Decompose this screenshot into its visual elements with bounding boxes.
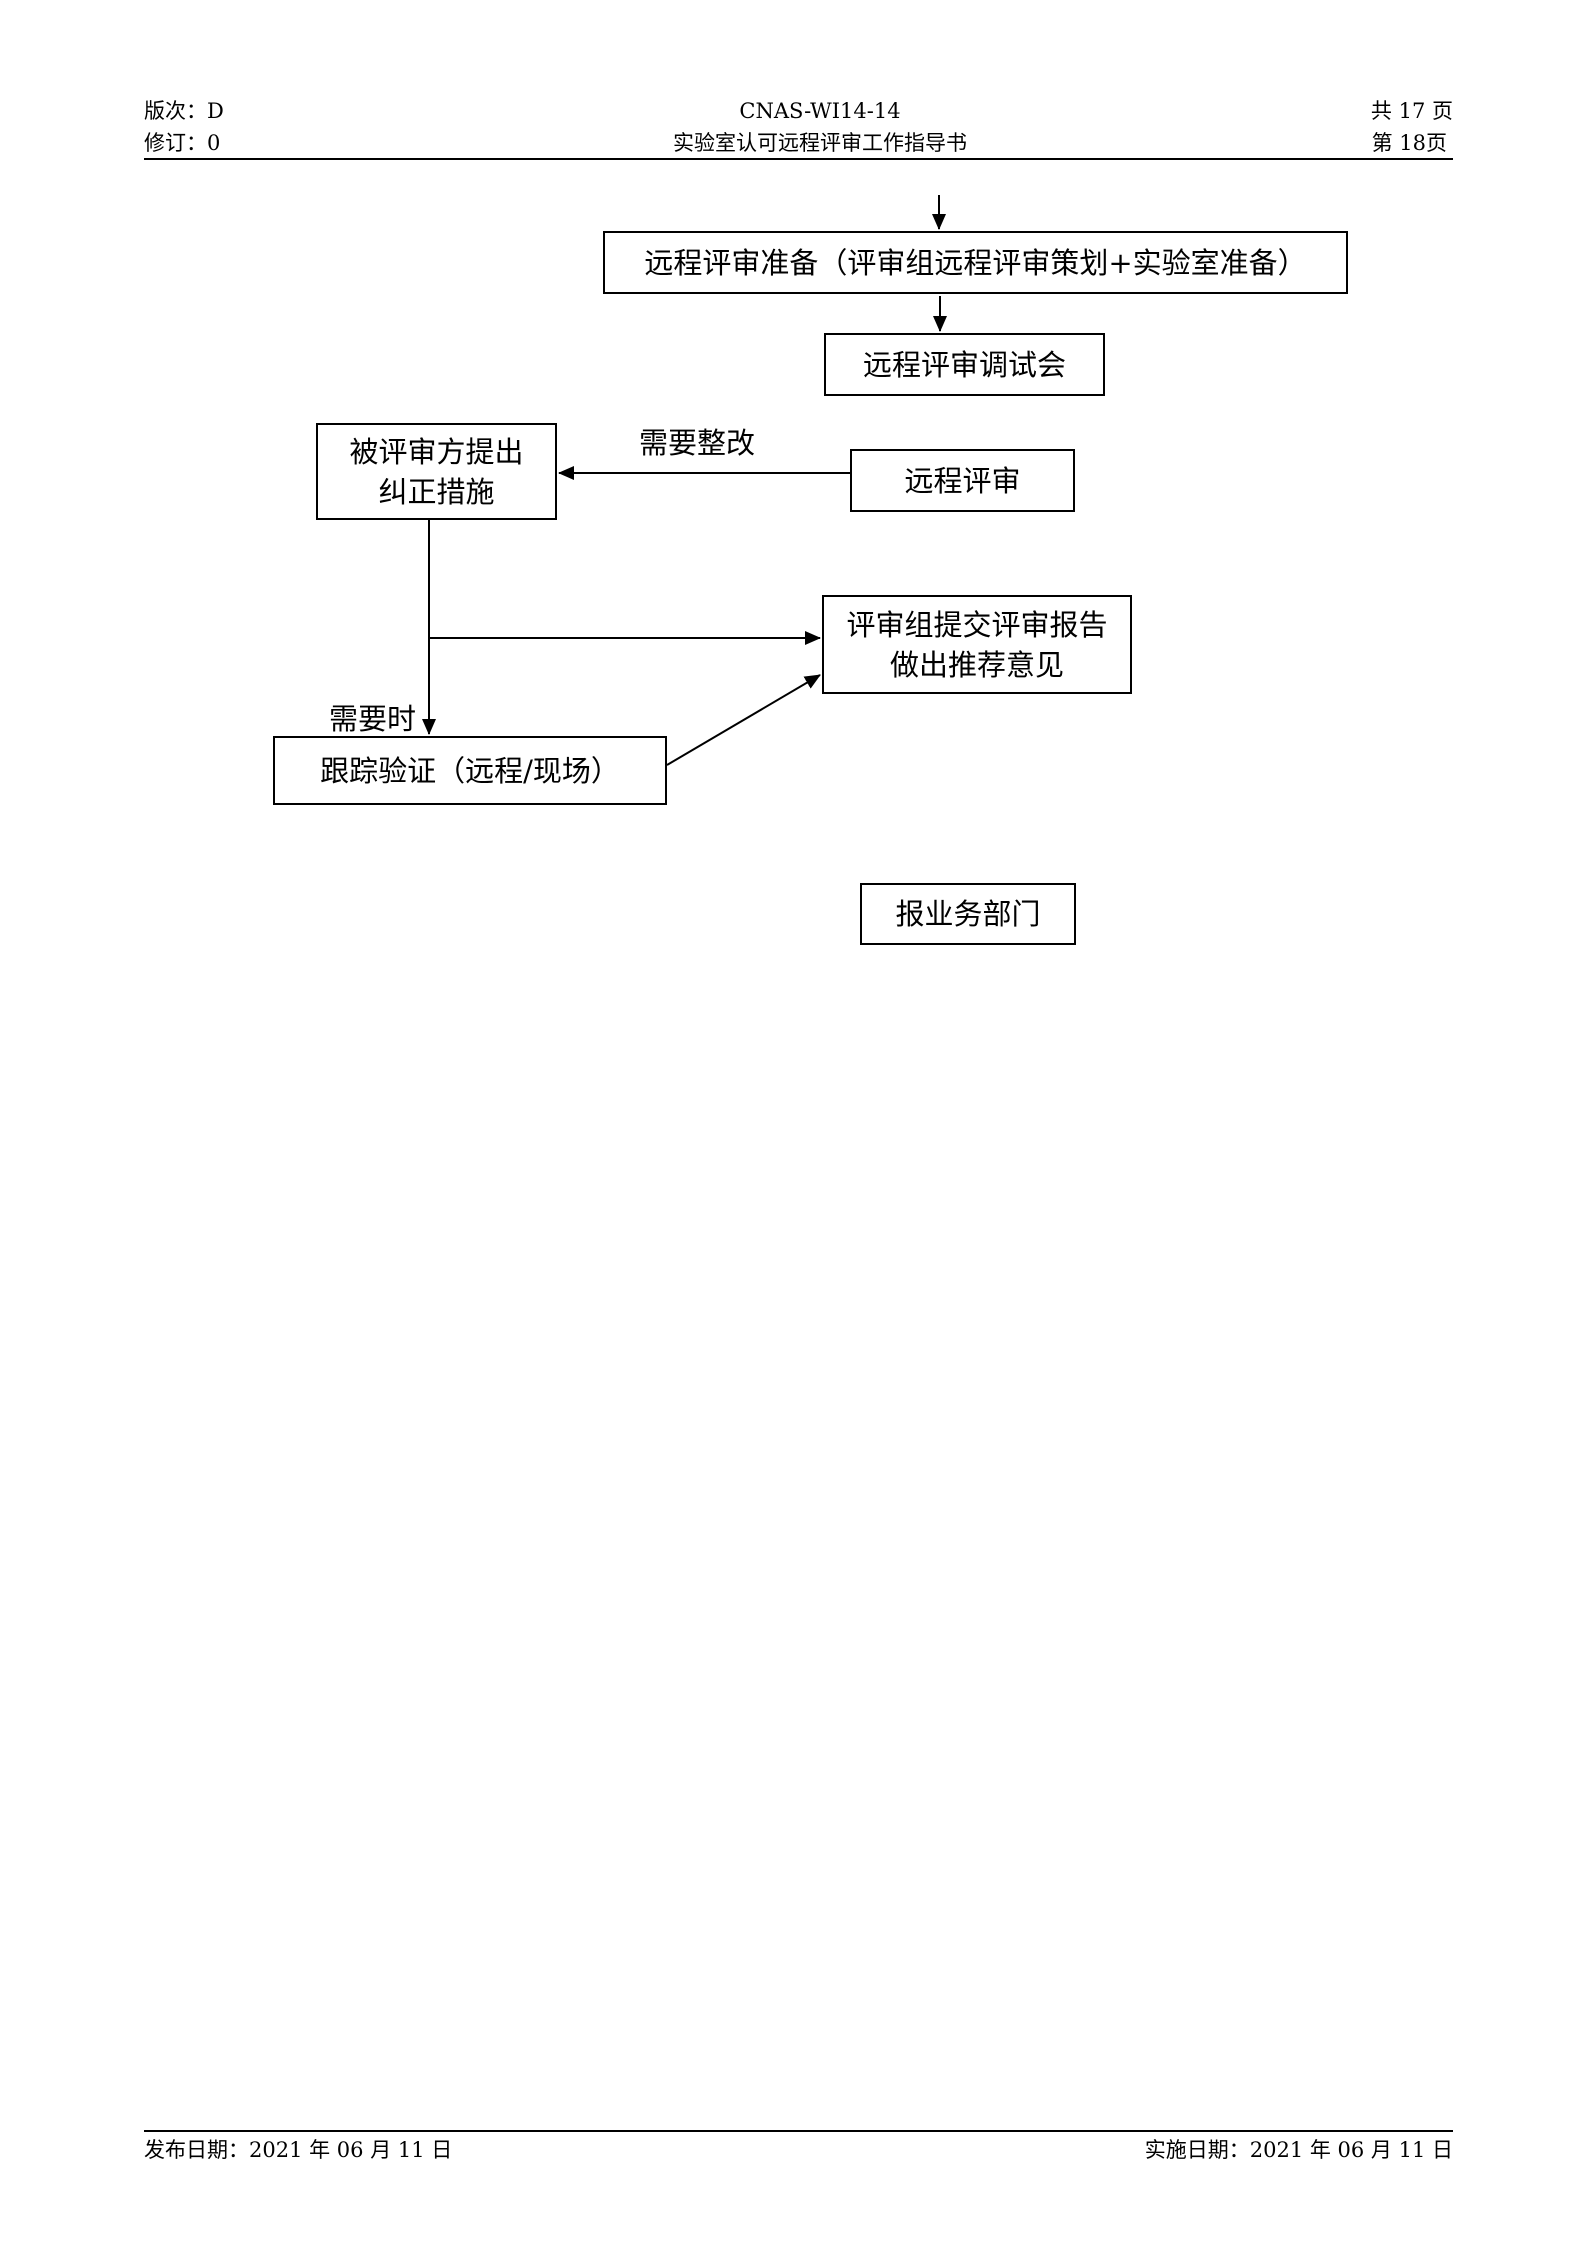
box-team-report: 评审组提交评审报告做出推荐意见 bbox=[822, 595, 1132, 694]
box-followup-verification: 跟踪验证（远程/现场） bbox=[273, 736, 667, 805]
box-remote-review-prep: 远程评审准备（评审组远程评审策划+实验室准备） bbox=[603, 231, 1348, 294]
page-number: 第 18页 bbox=[1371, 131, 1447, 155]
issue-date: 发布日期：2021 年 06 月 11 日 bbox=[144, 2138, 453, 2162]
footer-rule bbox=[144, 2130, 1453, 2132]
doc-code: CNAS-WI14-14 bbox=[739, 99, 901, 123]
label-when-needed: 需要时 bbox=[329, 702, 417, 736]
box-debug-meeting-label: 远程评审调试会 bbox=[862, 347, 1066, 382]
box-team-report-label: 评审组提交评审报告做出推荐意见 bbox=[846, 607, 1108, 682]
box-corrective-measures-label: 被评审方提出纠正措施 bbox=[349, 434, 524, 509]
doc-title: 实验室认可远程评审工作指导书 bbox=[673, 131, 967, 155]
box-corrective-measures: 被评审方提出纠正措施 bbox=[316, 423, 557, 520]
arrow-followup-to-report bbox=[666, 674, 821, 766]
box-followup-verification-label: 跟踪验证（远程/现场） bbox=[320, 753, 620, 788]
edition: 版次：D bbox=[144, 99, 224, 123]
box-debug-meeting: 远程评审调试会 bbox=[824, 333, 1105, 396]
effective-date: 实施日期：2021 年 06 月 11 日 bbox=[1144, 2138, 1453, 2162]
total-pages: 共 17 页 bbox=[1370, 99, 1453, 123]
label-need-rectify: 需要整改 bbox=[639, 426, 756, 460]
revision: 修订：0 bbox=[144, 131, 221, 155]
box-report-department: 报业务部门 bbox=[860, 883, 1076, 945]
box-remote-review: 远程评审 bbox=[850, 449, 1075, 512]
header-rule bbox=[144, 158, 1453, 160]
box-remote-review-prep-label: 远程评审准备（评审组远程评审策划+实验室准备） bbox=[644, 245, 1307, 280]
box-report-department-label: 报业务部门 bbox=[895, 897, 1041, 931]
box-remote-review-label: 远程评审 bbox=[904, 463, 1021, 498]
